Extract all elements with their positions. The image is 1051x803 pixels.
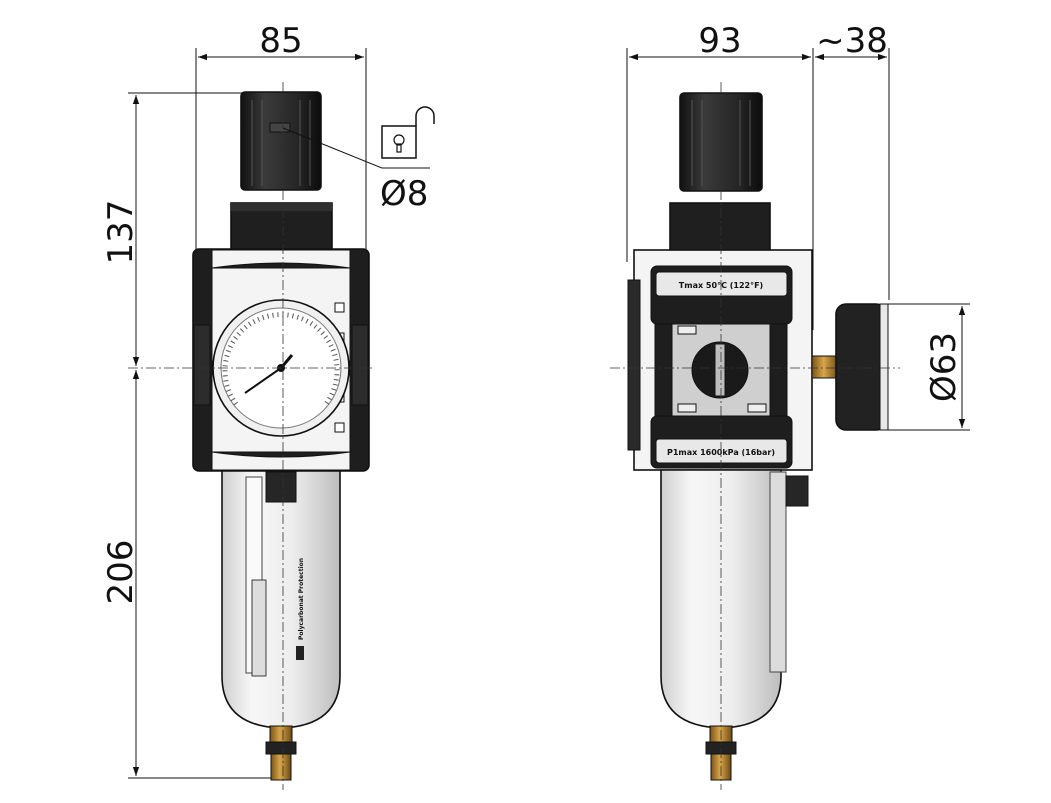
dim-label-85: 85 — [259, 21, 302, 61]
label-pressure: P1max 1600kPa (16bar) — [667, 448, 775, 457]
lock-callout: Ø8 — [282, 106, 435, 214]
dim-label-lock-hole: Ø8 — [380, 174, 428, 214]
bowl-label: Polycarbonat Protection — [298, 558, 305, 640]
dimension-depth-93: 93 — [626, 21, 814, 330]
unlocked-padlock-icon — [381, 125, 417, 159]
dim-label-93: 93 — [698, 21, 741, 61]
drain-valve — [265, 725, 297, 781]
side-filter-bowl — [660, 469, 809, 729]
dim-label-206: 206 — [101, 540, 141, 605]
dimension-gauge-diameter: Ø63 — [885, 303, 970, 431]
dimension-gauge-offset: ~38 — [815, 21, 890, 300]
dim-label-63: Ø63 — [924, 332, 964, 402]
dimension-width-85: 85 — [195, 21, 367, 262]
dim-label-38: ~38 — [816, 21, 888, 61]
filter-bowl: Polycarbonat Protection — [221, 470, 341, 729]
regulator-knob — [240, 91, 322, 191]
side-regulator-knob — [669, 92, 771, 252]
side-gauge — [811, 303, 889, 431]
dimension-heights: 137 206 — [101, 92, 320, 779]
side-view: 93 ~38 Ø63 Tmax — [610, 21, 970, 790]
front-view: 85 137 206 Ø8 — [101, 21, 435, 790]
dim-label-137: 137 — [101, 200, 141, 265]
bonnet-thread — [230, 202, 333, 252]
side-body: Tmax 50°C (122°F) P1max 1600kPa (16bar) — [627, 249, 813, 471]
